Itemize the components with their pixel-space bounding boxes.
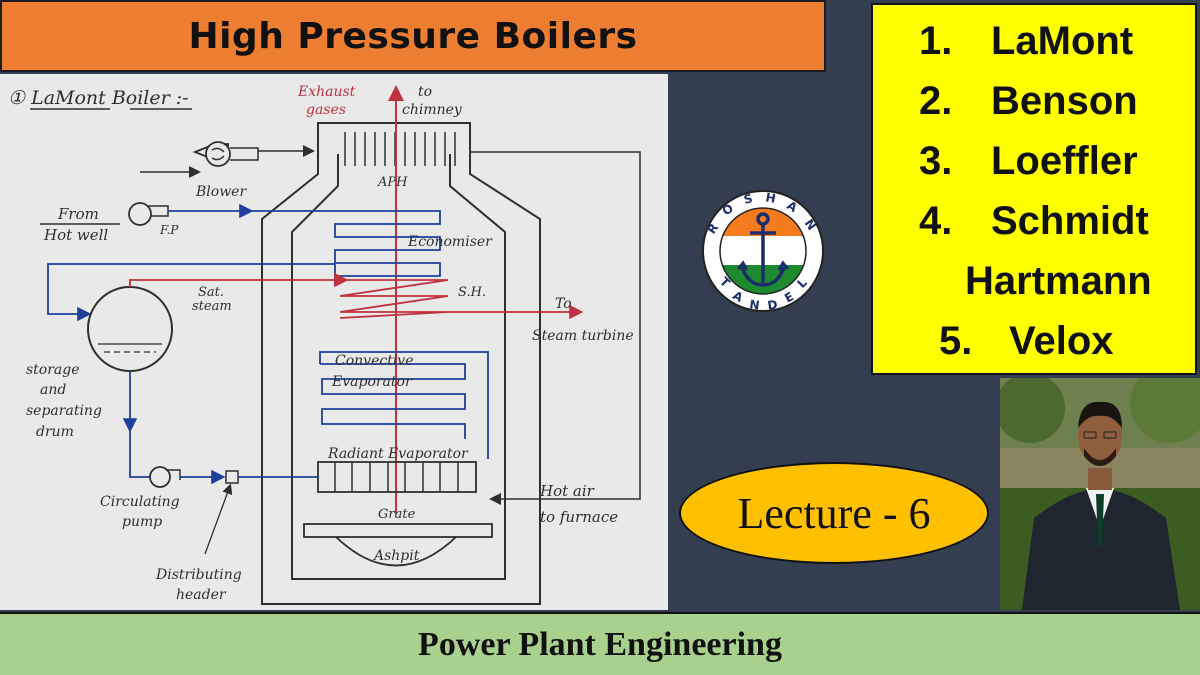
anchor-icon <box>736 212 790 287</box>
blower-icon <box>205 141 231 167</box>
label-header: header <box>176 587 227 603</box>
ashpit <box>335 536 457 567</box>
label-convective: Convective <box>335 353 414 369</box>
label-grate: Grate <box>378 507 416 522</box>
label-to-steam: To <box>555 296 572 312</box>
lamont-boiler-diagram: ① LaMont Boiler :- APH Exhaust gases to … <box>0 74 668 610</box>
circulating-pump-icon <box>149 466 171 488</box>
boiler-outer-casing <box>261 122 541 605</box>
convective-evaporator-coil <box>320 363 466 439</box>
label-circulating: Circulating <box>100 494 180 510</box>
label-aph: APH <box>377 175 408 190</box>
footer-banner: Power Plant Engineering <box>0 612 1200 675</box>
superheater-coil <box>339 279 449 319</box>
label-from: From <box>57 205 99 223</box>
grate <box>303 523 493 538</box>
label-to-furnace: to furnace <box>540 508 618 526</box>
lecture-label: Lecture - 6 <box>737 488 931 538</box>
distributing-header-box <box>225 470 239 484</box>
label-radiant-evaporator: Radiant Evaporator <box>327 446 469 462</box>
label-drum: drum <box>36 424 74 440</box>
boiler-sketch: ① LaMont Boiler :- APH Exhaust gases to … <box>8 84 641 605</box>
title-banner: High Pressure Boilers <box>0 0 826 72</box>
label-ashpit: Ashpit <box>372 548 420 564</box>
label-sh: S.H. <box>458 285 486 300</box>
label-hot-well: Hot well <box>43 226 108 244</box>
label-evaporator: Evaporator <box>331 374 413 390</box>
label-sat: Sat. <box>198 285 224 300</box>
feed-pump-icon <box>128 202 152 226</box>
economiser-coil <box>252 210 441 286</box>
label-pump: pump <box>122 514 162 530</box>
diagram-heading: ① LaMont Boiler :- <box>8 87 189 109</box>
label-storage: storage <box>26 362 80 378</box>
footer-title: Power Plant Engineering <box>418 625 782 663</box>
lecture-badge: Lecture - 6 <box>679 462 989 564</box>
label-exhaust: Exhaust <box>297 84 356 100</box>
label-distributing: Distributing <box>155 567 242 583</box>
storage-drum <box>87 286 173 372</box>
label-steam: steam <box>192 299 232 314</box>
page-title: High Pressure Boilers <box>188 15 638 57</box>
svg-text:H: H <box>765 190 777 206</box>
svg-text:S: S <box>742 191 753 206</box>
label-chimney: chimney <box>402 102 463 118</box>
label-steam-turbine: Steam turbine <box>532 328 634 344</box>
label-blower: Blower <box>195 184 247 200</box>
svg-text:D: D <box>767 297 779 312</box>
svg-text:N: N <box>749 297 761 312</box>
label-fp: F.P <box>159 223 179 237</box>
boiler-types-list: 1. LaMont 2. Benson 3. Loeffler 4. Schmi… <box>871 3 1197 375</box>
label-gases: gases <box>306 102 346 118</box>
presenter-photo <box>1000 378 1200 610</box>
label-hot-air: Hot air <box>539 482 595 500</box>
boiler-inner-wall <box>291 154 506 580</box>
label-separating: separating <box>26 403 102 419</box>
label-and: and <box>40 382 66 398</box>
aph-tubes <box>344 132 456 166</box>
label-to: to <box>418 84 432 100</box>
roshan-tandel-logo: R O S H A N T A N D E L <box>696 189 830 313</box>
label-economiser: Economiser <box>407 234 493 250</box>
